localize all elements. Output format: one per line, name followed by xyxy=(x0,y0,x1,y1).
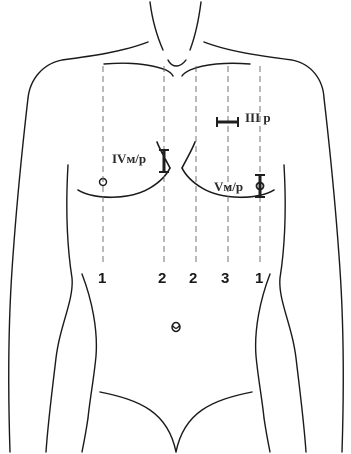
shoulder-left xyxy=(28,42,148,98)
sternal-notch xyxy=(168,60,186,66)
line-number-1-right: 1 xyxy=(98,270,106,287)
line-number-2-left: 2 xyxy=(189,270,197,287)
clavicle-left xyxy=(104,63,173,76)
line-numbers: 1 2 2 3 1 xyxy=(98,270,263,287)
fourth-intercostal-label: IVм/р xyxy=(112,151,146,166)
fifth-intercostal-marker: Vм/р xyxy=(214,175,265,197)
leg-right xyxy=(264,418,270,452)
shoulder-right xyxy=(204,42,324,98)
waist-left xyxy=(82,274,96,418)
neck-right xyxy=(190,2,201,50)
line-number-2-right: 2 xyxy=(158,270,166,287)
arm-outer-left xyxy=(9,98,28,452)
breast-left xyxy=(78,168,170,197)
navel-inner xyxy=(173,326,179,328)
fifth-intercostal-label: Vм/р xyxy=(214,179,243,194)
groin-left xyxy=(100,392,176,452)
breast-inner-right xyxy=(182,142,195,168)
line-number-1-left: 1 xyxy=(255,270,263,287)
groin-right xyxy=(176,392,252,452)
leg-left xyxy=(82,418,88,452)
arm-inner-right xyxy=(280,165,306,452)
line-number-3-left: 3 xyxy=(221,270,229,287)
fourth-intercostal-marker: IVм/р xyxy=(112,150,169,172)
arm-inner-left xyxy=(46,165,72,452)
body-outline xyxy=(9,2,344,452)
arm-outer-right xyxy=(324,98,343,452)
neck-left xyxy=(150,2,163,50)
third-rib-marker: III р xyxy=(217,110,271,127)
waist-right xyxy=(256,274,270,418)
clavicle-right xyxy=(182,63,250,76)
third-rib-label: III р xyxy=(245,110,271,125)
